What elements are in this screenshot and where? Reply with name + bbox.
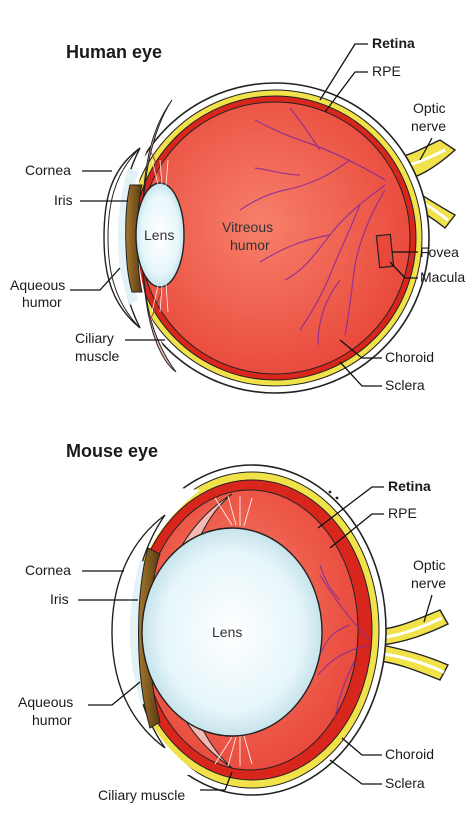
- human-iris-label: Iris: [54, 192, 73, 208]
- mouse-choroid-label: Choroid: [385, 746, 434, 762]
- human-rpe-label: RPE: [372, 63, 401, 79]
- human-fovea-label: Fovea: [420, 244, 459, 260]
- mouse-optic-label-1: Optic: [413, 557, 446, 573]
- mouse-aqueous-label-2: humor: [32, 712, 72, 728]
- mouse-retina-label: Retina: [388, 478, 431, 494]
- human-macula-label: Macula: [420, 269, 465, 285]
- human-choroid-label: Choroid: [385, 349, 434, 365]
- human-eye-title: Human eye: [66, 42, 162, 62]
- mouse-rpe-label: RPE: [388, 505, 417, 521]
- human-aqueous-label-1: Aqueous: [10, 277, 65, 293]
- human-ciliary-label-1: Ciliary: [75, 330, 114, 346]
- mouse-eye-title: Mouse eye: [66, 441, 158, 461]
- mouse-eye: Mouse eye Lens: [18, 441, 448, 803]
- human-vitreous-label-2: humor: [230, 237, 270, 253]
- human-retina-label: Retina: [372, 35, 415, 51]
- mouse-ciliary-label: Ciliary muscle: [98, 787, 185, 803]
- human-optic-label-2: nerve: [411, 118, 446, 134]
- human-ciliary-label-2: muscle: [75, 348, 120, 364]
- human-eye: Human eye Lens: [10, 35, 465, 393]
- mouse-cornea-label: Cornea: [25, 562, 71, 578]
- mouse-aqueous-label-1: Aqueous: [18, 694, 73, 710]
- human-sclera-label: Sclera: [385, 377, 425, 393]
- human-optic-label-1: Optic: [413, 100, 446, 116]
- mouse-iris-label: Iris: [50, 591, 69, 607]
- human-cornea-label: Cornea: [25, 162, 71, 178]
- mouse-sclera-label: Sclera: [385, 775, 425, 791]
- mouse-optic-label-2: nerve: [411, 575, 446, 591]
- human-aqueous-label-2: humor: [22, 294, 62, 310]
- human-vitreous-label-1: Vitreous: [222, 219, 273, 235]
- human-lens-label: Lens: [144, 227, 174, 243]
- mouse-lens-label: Lens: [212, 624, 242, 640]
